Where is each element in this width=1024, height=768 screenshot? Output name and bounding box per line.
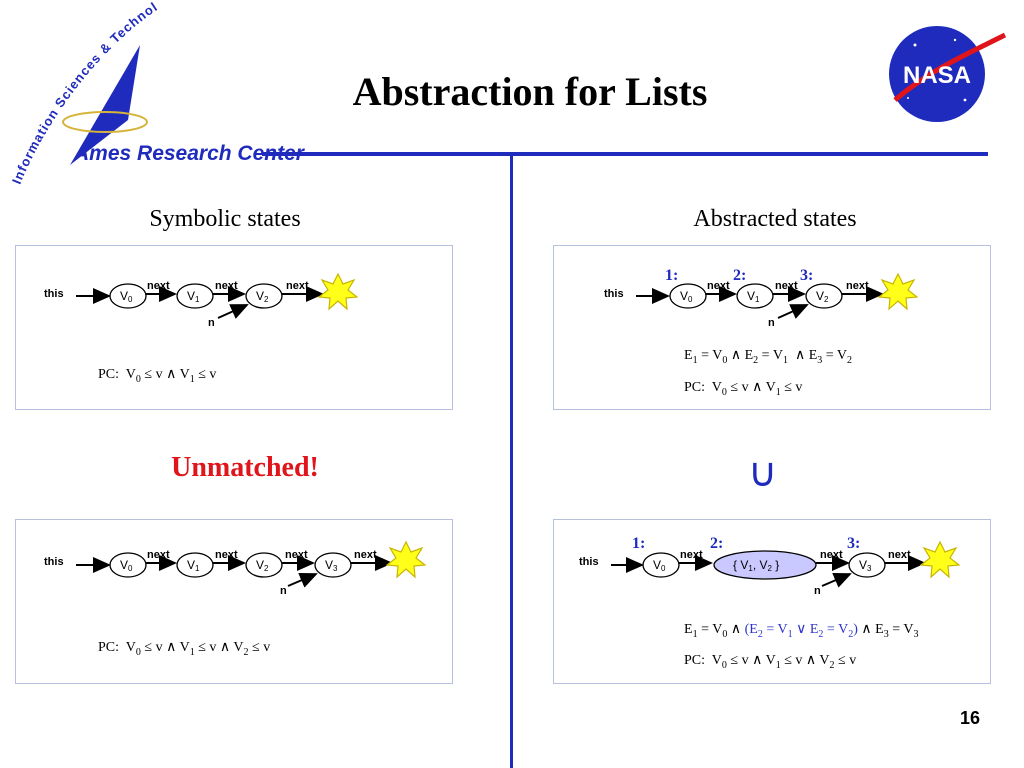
svg-text:{ V1, V2 }: { V1, V2 } — [733, 558, 779, 573]
node-v2: V2 — [805, 283, 843, 309]
logo-orbit — [62, 111, 148, 133]
label-next: next — [147, 549, 170, 561]
node-v0: V0 — [109, 552, 147, 578]
null-star-icon — [386, 541, 426, 578]
pc-abstracted-bottom: PC: V0 ≤ v ∧ V1 ≤ v ∧ V2 ≤ v — [684, 653, 857, 671]
label-n: n — [280, 585, 287, 597]
node-v1: V1 — [176, 552, 214, 578]
null-star-icon — [318, 273, 358, 310]
unmatched-label: Unmatched! — [171, 452, 319, 483]
label-n: n — [814, 585, 821, 597]
null-star-icon — [920, 541, 960, 578]
label-next: next — [285, 549, 308, 561]
nasa-logo: NASA — [889, 26, 1007, 122]
panel-abstracted-bottom — [553, 519, 991, 684]
panel-symbolic-top — [15, 245, 453, 410]
label-next: next — [680, 549, 703, 561]
node-v3: V3 — [848, 552, 886, 578]
marker-3: 3: — [800, 267, 813, 284]
label-this: this — [44, 556, 64, 568]
marker-2: 2: — [733, 267, 746, 284]
diagram-symbolic-bottom: this V0 next V1 next V2 next V3 n next — [44, 541, 426, 597]
svg-text:V2: V2 — [256, 558, 269, 573]
node-v2: V2 — [245, 552, 283, 578]
panel-abstracted-top — [553, 245, 991, 410]
node-v2: V2 — [245, 283, 283, 309]
logo-swoosh — [70, 45, 140, 165]
node-v1: V1 — [736, 283, 774, 309]
label-this: this — [44, 288, 64, 300]
label-next: next — [888, 549, 911, 561]
marker-3: 3: — [847, 535, 860, 552]
e-formula-top: E1 = V0 ∧ E2 = V1 ∧ E3 = V2 — [684, 348, 853, 366]
marker-2: 2: — [710, 535, 723, 552]
panel-symbolic-bottom — [15, 519, 453, 684]
heading-symbolic: Symbolic states — [149, 206, 301, 232]
node-v3: V3 — [314, 552, 352, 578]
e-formula-bottom: E1 = V0 ∧ (E2 = V1 ∨ E2 = V2) ∧ E3 = V3 — [684, 622, 919, 640]
label-next: next — [707, 280, 730, 292]
label-next: next — [846, 280, 869, 292]
node-v0: V0 — [669, 283, 707, 309]
node-set-v1-v2: { V1, V2 } — [713, 550, 817, 580]
logo-ames-text: Ames Research Center — [73, 142, 306, 165]
label-next: next — [286, 280, 309, 292]
marker-1: 1: — [665, 267, 678, 284]
vertical-divider — [510, 156, 513, 768]
diagram-symbolic-top: this V0 next V1 next V2 n next — [44, 273, 358, 329]
svg-text:V2: V2 — [256, 289, 269, 304]
svg-text:V1: V1 — [187, 289, 200, 304]
svg-text:V3: V3 — [859, 558, 872, 573]
label-next: next — [147, 280, 170, 292]
header-rule — [262, 152, 988, 156]
label-next: next — [820, 549, 843, 561]
svg-text:V0: V0 — [120, 289, 133, 304]
node-v1: V1 — [176, 283, 214, 309]
label-next: next — [215, 280, 238, 292]
diagram-abstracted-bottom: 1: 2: 3: this V0 next { V1, V2 } next V3… — [579, 535, 960, 597]
svg-text:V0: V0 — [120, 558, 133, 573]
pc-symbolic-top: PC: V0 ≤ v ∧ V1 ≤ v — [98, 367, 217, 385]
nasa-text: NASA — [903, 62, 971, 89]
null-star-icon — [878, 273, 918, 310]
svg-text:V0: V0 — [680, 289, 693, 304]
label-next: next — [354, 549, 377, 561]
label-n: n — [208, 317, 215, 329]
pc-abstracted-top: PC: V0 ≤ v ∧ V1 ≤ v — [684, 380, 803, 398]
marker-1: 1: — [632, 535, 645, 552]
heading-abstracted: Abstracted states — [693, 206, 857, 232]
union-symbol: ∪ — [748, 451, 778, 495]
label-next: next — [775, 280, 798, 292]
svg-text:V0: V0 — [653, 558, 666, 573]
label-this: this — [579, 556, 599, 568]
label-next: next — [215, 549, 238, 561]
svg-text:V2: V2 — [816, 289, 829, 304]
svg-text:V1: V1 — [747, 289, 760, 304]
node-v0: V0 — [642, 552, 680, 578]
pc-symbolic-bottom: PC: V0 ≤ v ∧ V1 ≤ v ∧ V2 ≤ v — [98, 640, 271, 658]
diagram-abstracted-top: 1: 2: 3: this V0 next V1 next V2 n next — [604, 267, 918, 329]
label-n: n — [768, 317, 775, 329]
page-number: 16 — [959, 708, 980, 728]
svg-text:V3: V3 — [325, 558, 338, 573]
ames-logo: Information Sciences & Technology Ames R… — [0, 0, 1007, 186]
page-title: Abstraction for Lists — [352, 69, 708, 114]
node-v0: V0 — [109, 283, 147, 309]
label-this: this — [604, 288, 624, 300]
svg-text:V1: V1 — [187, 558, 200, 573]
